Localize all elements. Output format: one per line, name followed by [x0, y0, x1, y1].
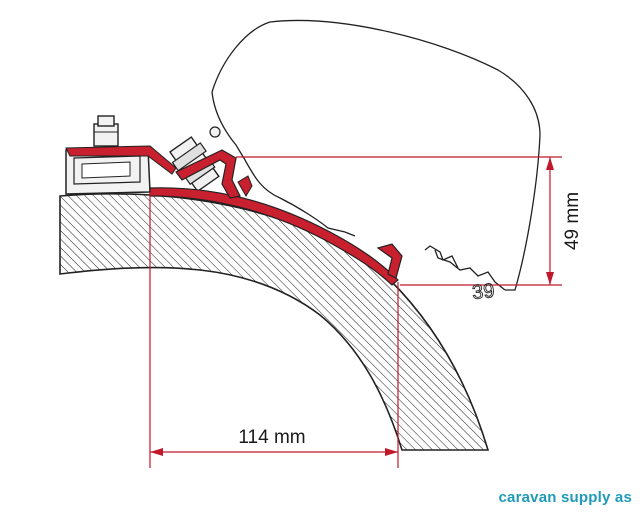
part-number-label: 39: [471, 280, 495, 304]
horizontal-dimension-label: 114 mm: [238, 427, 305, 448]
roof-rail-bracket: [65, 115, 177, 195]
vertical-dimension-label: 49 mm: [562, 192, 583, 250]
horizontal-dimension: [149, 192, 399, 468]
roof-wall-section: [59, 193, 490, 451]
adapter-profile: [149, 149, 403, 286]
brand-watermark: caravan supply as: [498, 489, 632, 506]
vertical-dimension: [236, 156, 562, 286]
awning-cassette-outline: [211, 19, 541, 291]
